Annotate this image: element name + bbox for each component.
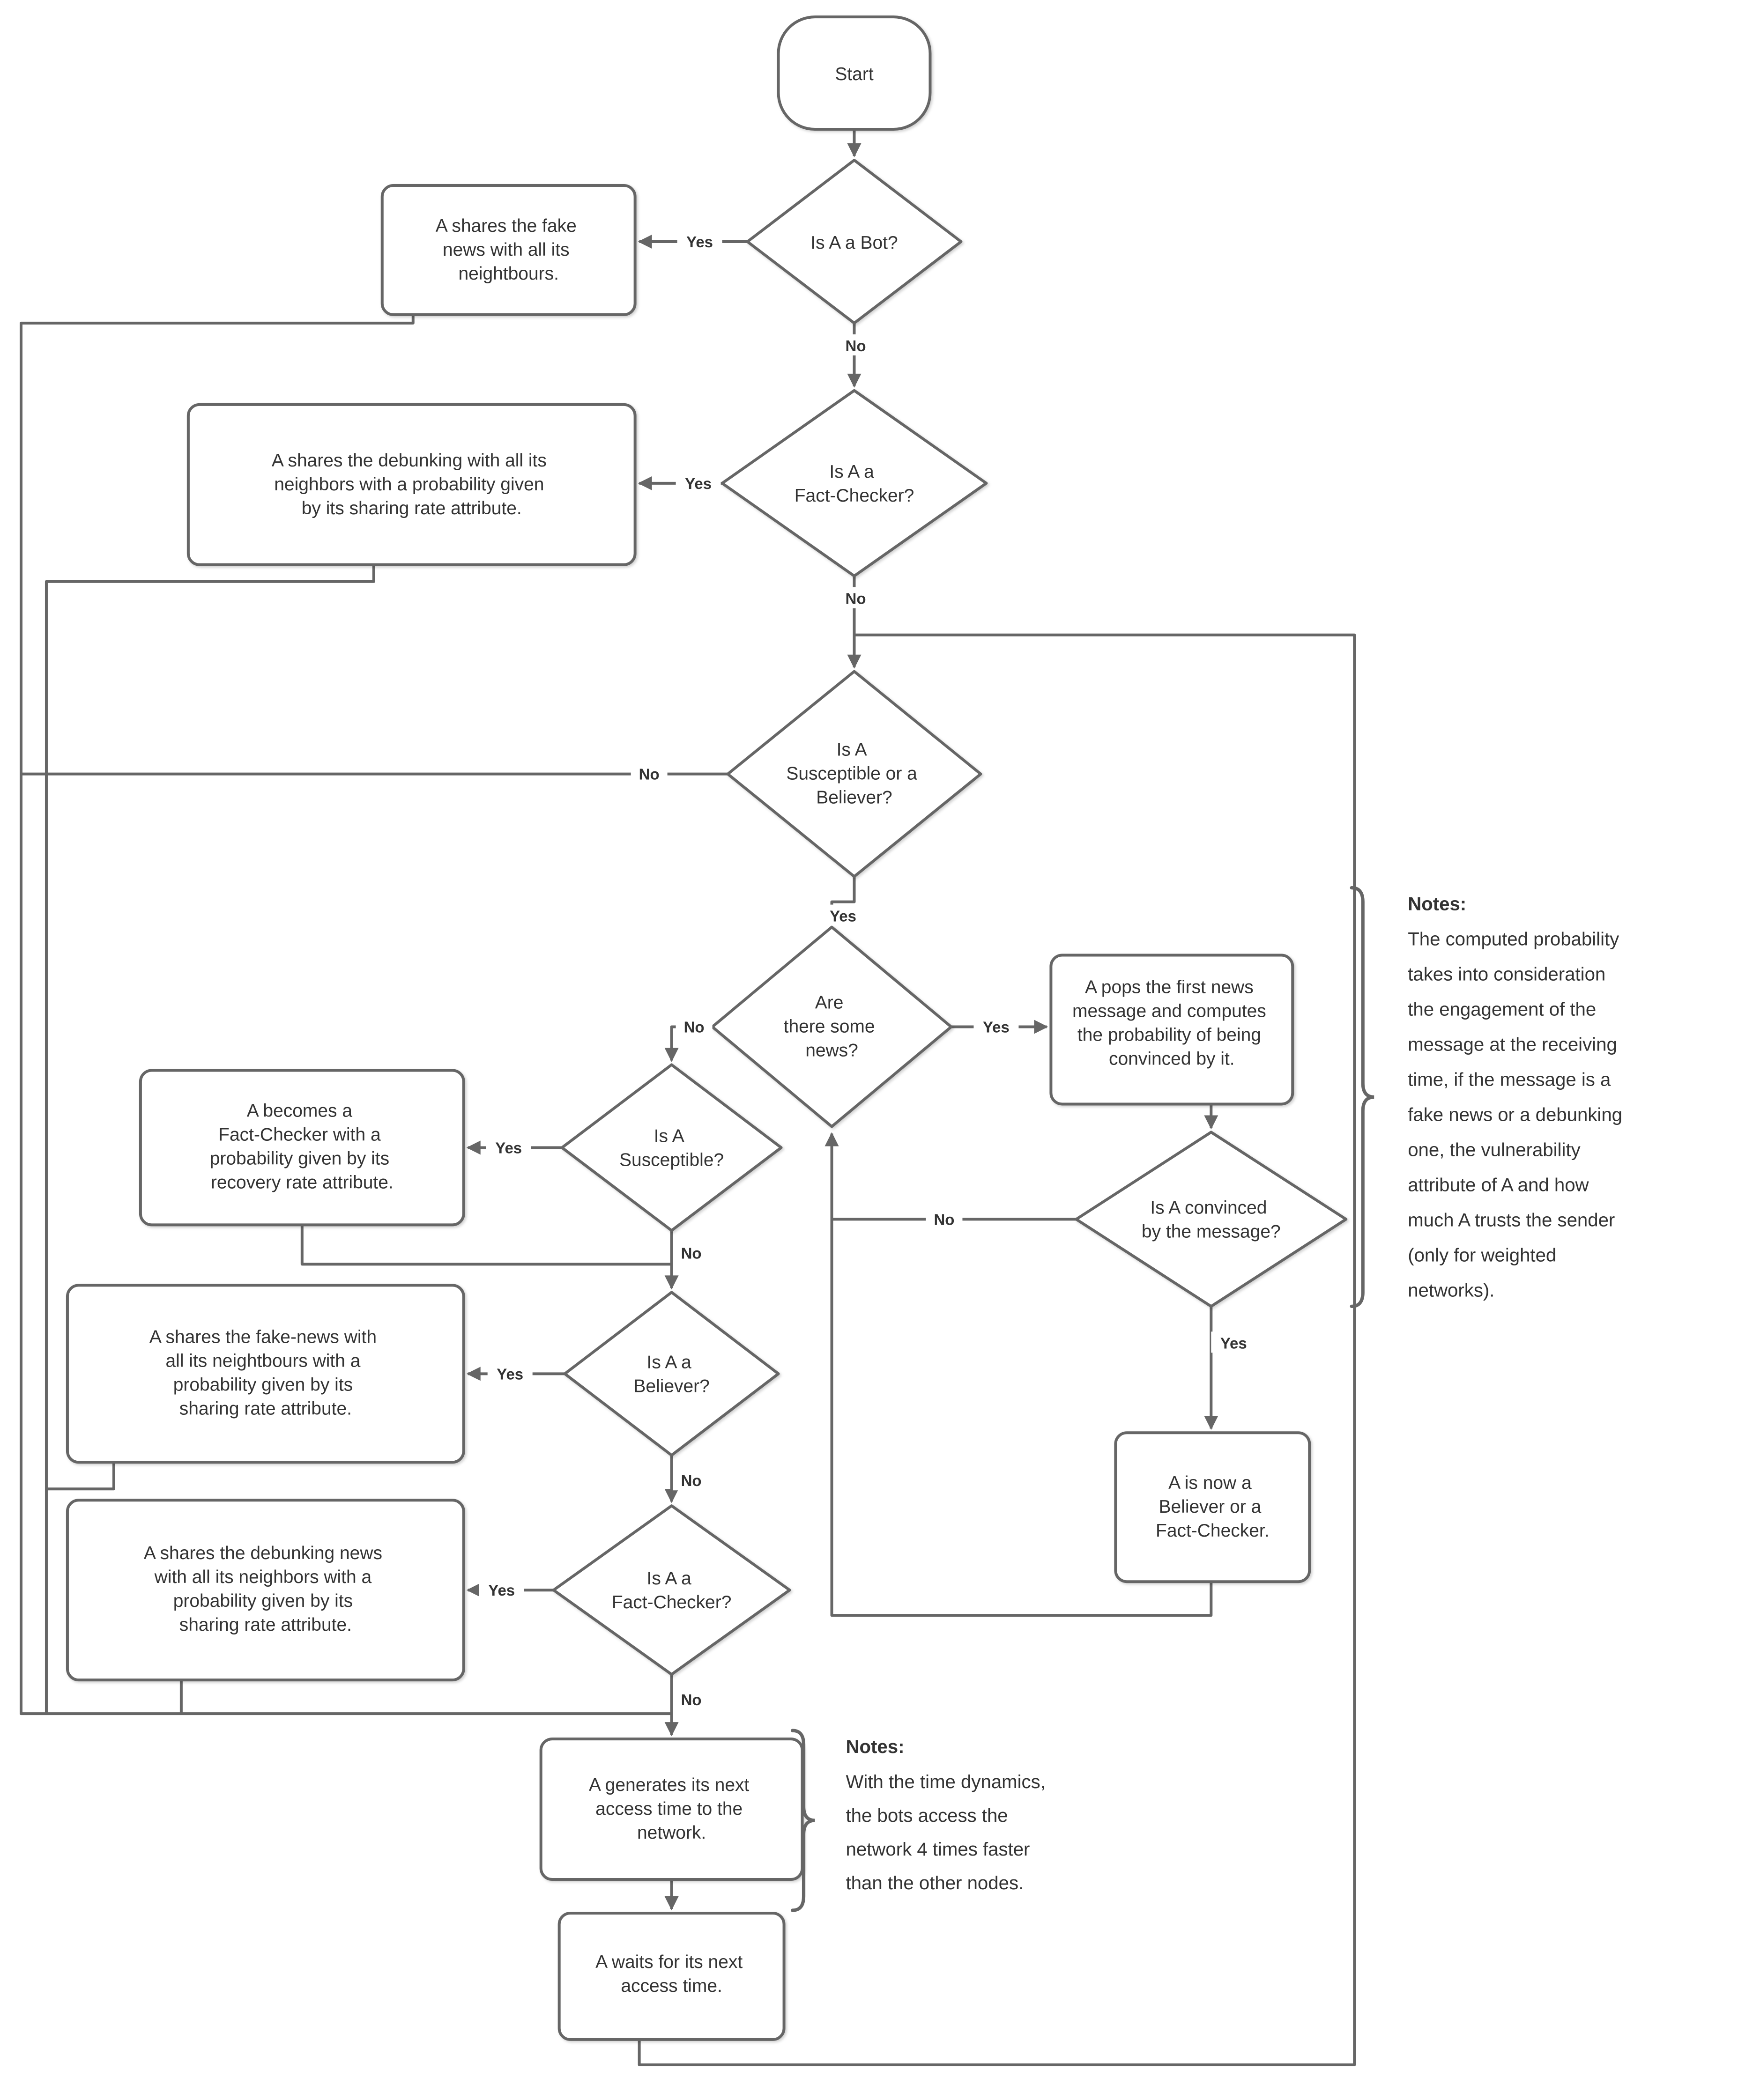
notes-right-title: Notes:	[1408, 894, 1466, 915]
svg-text:Is A Susceptible or a: Is A Susceptible or a Believer?	[786, 740, 922, 808]
label-convinced-no: No	[926, 1208, 963, 1229]
label-news-no: No	[676, 1015, 713, 1037]
svg-text:No: No	[684, 1019, 705, 1036]
svg-text:A shares the fake-news with: A shares the fake-news with all its neig…	[149, 1327, 382, 1419]
svg-text:No: No	[639, 766, 660, 783]
svg-text:A shares the debunking with al: A shares the debunking with all its neig…	[272, 451, 552, 518]
svg-text:Is A a Believer?: Is A a Believer?	[633, 1352, 709, 1396]
label-susc-yes: Yes	[486, 1136, 531, 1158]
svg-text:Is A Susceptible?: Is A Susceptible?	[619, 1126, 724, 1170]
decision-is-a-fact-checker-2: Is A a Fact-Checker?	[552, 1504, 791, 1676]
decision-is-a-susceptible: Is A Susceptible?	[560, 1063, 783, 1232]
label-believer-yes: Yes	[487, 1362, 533, 1384]
decision-is-convinced: Is A convinced by the message?	[1075, 1131, 1348, 1308]
svg-text:Is A convinced by the me: Is A convinced by the message?	[1142, 1198, 1281, 1242]
svg-text:A generates its next acc: A generates its next access time to the …	[589, 1775, 754, 1843]
process-now-believer-or-fact-checker: A is now a Believer or a Fact-Checker.	[1114, 1431, 1311, 1583]
process-share-debunking-2: A shares the debunking news with all its…	[66, 1499, 465, 1682]
process-generates-access-time: A generates its next access time to the …	[539, 1738, 804, 1881]
svg-text:Yes: Yes	[495, 1139, 522, 1156]
edge-return-to-news	[824, 1132, 1213, 1617]
edge-box1-to-left-rail	[19, 314, 672, 1715]
process-waits-access-time: A waits for its next access time.	[557, 1912, 786, 2041]
svg-text:A pops the first news me: A pops the first news message and comput…	[1072, 977, 1271, 1069]
edge-labels: Yes No Yes No No Yes No Yes Yes No No Ye…	[479, 229, 1256, 1710]
label-believer-no: No	[673, 1469, 710, 1491]
label-fact1-yes: Yes	[676, 472, 721, 493]
svg-text:Yes: Yes	[830, 908, 856, 925]
decision-is-a-believer: Is A a Believer?	[563, 1291, 780, 1457]
decision-is-a-fact-checker-1: Is A a Fact-Checker?	[720, 389, 988, 577]
svg-text:Yes: Yes	[685, 475, 712, 492]
decision-susceptible-or-believer: Is A Susceptible or a Believer?	[726, 670, 982, 878]
svg-text:Start: Start	[835, 64, 873, 84]
label-suscbel-yes: Yes	[820, 904, 866, 926]
svg-text:Yes: Yes	[488, 1582, 515, 1599]
notes-bottom-title: Notes:	[846, 1736, 905, 1757]
svg-text:No: No	[846, 590, 866, 607]
svg-text:No: No	[681, 1244, 702, 1262]
svg-text:Yes: Yes	[983, 1019, 1010, 1036]
edge-box2-to-left-rail	[45, 564, 375, 1714]
process-share-fake-news: A shares the fake news with all its neig…	[380, 184, 637, 316]
svg-text:A waits for its next acc: A waits for its next access time.	[595, 1952, 748, 1996]
label-suscbel-no: No	[631, 762, 668, 784]
label-fact2-yes: Yes	[479, 1579, 524, 1600]
svg-text:A shares the fake news w: A shares the fake news with all its neig…	[436, 216, 582, 284]
notes-bottom-brace-icon	[790, 1729, 815, 1912]
notes-right-body: The computed probability takes into cons…	[1408, 929, 1627, 1301]
label-fact1-no: No	[837, 587, 874, 608]
svg-text:No: No	[681, 1691, 702, 1708]
process-share-fake-news-2: A shares the fake-news with all its neig…	[66, 1284, 465, 1464]
label-susc-no: No	[673, 1242, 710, 1263]
edge-main-loop	[638, 633, 1356, 2066]
decision-is-a-bot: Is A a Bot?	[746, 159, 963, 325]
svg-text:No: No	[846, 337, 866, 355]
svg-text:No: No	[934, 1211, 954, 1228]
svg-text:Yes: Yes	[1220, 1334, 1247, 1352]
svg-text:Is A a Bot?: Is A a Bot?	[810, 233, 898, 253]
process-becomes-fact-checker: A becomes a Fact-Checker with a probabil…	[139, 1069, 465, 1227]
decision-are-there-news: Are there some news?	[711, 925, 953, 1128]
label-bot-no: No	[837, 334, 874, 355]
process-share-debunking-1: A shares the debunking with all its neig…	[186, 403, 637, 566]
svg-text:Are there some new: Are there some news?	[784, 993, 880, 1061]
svg-text:Is A a Fact-Checker?: Is A a Fact-Checker?	[612, 1568, 732, 1612]
process-pops-first-news: A pops the first news message and comput…	[1049, 954, 1294, 1106]
start-node: Start	[777, 15, 932, 131]
svg-text:Yes: Yes	[686, 233, 713, 251]
svg-text:A is now a Believer or a: A is now a Believer or a Fact-Checker.	[1156, 1473, 1270, 1541]
label-news-yes: Yes	[973, 1015, 1019, 1037]
svg-text:A becomes a Fact-Checker: A becomes a Fact-Checker with a probabil…	[210, 1101, 394, 1192]
label-convinced-yes: Yes	[1211, 1331, 1256, 1353]
edge-becomesfc-merge	[300, 1225, 672, 1266]
notes-right: Notes: The computed probability takes in…	[1350, 886, 1627, 1308]
label-fact2-no: No	[673, 1688, 710, 1710]
svg-text:No: No	[681, 1472, 702, 1489]
svg-text:A shares the debunking news: A shares the debunking news with all its…	[144, 1543, 387, 1635]
notes-bottom: Notes: With the time dynamics, the bots …	[790, 1729, 1051, 1912]
svg-text:Yes: Yes	[497, 1365, 523, 1383]
notes-bottom-body: With the time dynamics, the bots access …	[846, 1771, 1051, 1893]
edge-box5-to-left-rail	[46, 1462, 115, 1491]
svg-text:Is A a Fact-Checker?: Is A a Fact-Checker?	[795, 462, 914, 506]
label-bot-yes: Yes	[677, 229, 722, 251]
